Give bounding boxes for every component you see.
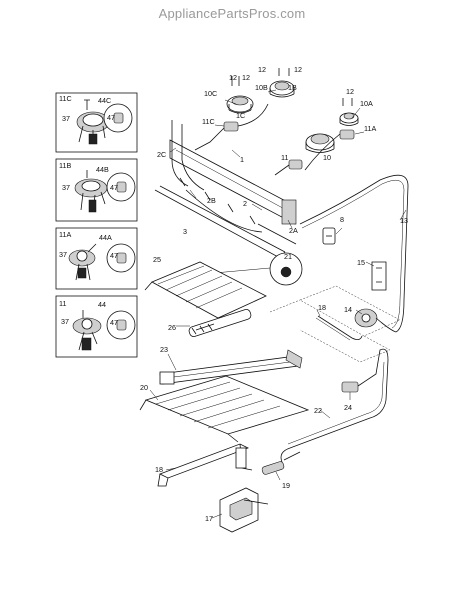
part-24-valve — [341, 348, 389, 393]
callout-10a: 10A — [360, 99, 373, 108]
part-14-regulator — [354, 308, 397, 333]
part-26-burner — [188, 308, 252, 338]
spark-wires — [171, 120, 297, 245]
callout-18: 18 — [318, 303, 326, 312]
callout-25: 25 — [153, 255, 161, 264]
inset-11c-part-37: 37 — [62, 114, 70, 123]
part-18-bracket — [157, 443, 253, 487]
callout-2b: 2B — [207, 196, 216, 205]
watermark: AppliancePartsPros.com — [158, 6, 306, 21]
callout-21: 21 — [284, 252, 292, 261]
callout-3: 3 — [183, 227, 187, 236]
valve-11 — [274, 159, 303, 176]
inset-11a-part-47: 47 — [110, 251, 118, 260]
callout-15: 15 — [357, 258, 365, 267]
burner-1b — [269, 80, 295, 98]
manifold-tube-13 — [299, 174, 409, 333]
callout-19: 19 — [282, 481, 290, 490]
callout-11: 11 — [281, 153, 288, 162]
callout-26: 26 — [168, 323, 176, 332]
callout-18: 18 — [155, 465, 163, 474]
part-22-tube — [280, 359, 389, 463]
valve-11c — [194, 103, 269, 151]
callout-2: 2 — [243, 199, 247, 208]
inset-11a-part-37: 37 — [59, 250, 67, 259]
callout-10: 10 — [323, 153, 331, 162]
inset-11c-part-47: 47 — [107, 113, 115, 122]
inset-11-label: 11 — [59, 299, 66, 308]
callout-24: 24 — [344, 403, 352, 412]
inset-box-11: 11 44 37 47 — [55, 295, 138, 358]
inset-11b-part-44b: 44B — [96, 165, 109, 174]
screws-12 — [231, 68, 353, 106]
inset-11-part-44: 44 — [98, 300, 106, 309]
callout-12: 12 — [229, 73, 237, 82]
callout-22: 22 — [314, 406, 322, 415]
callout-12: 12 — [258, 65, 266, 74]
manifold-frame — [154, 139, 297, 259]
part-8 — [322, 227, 336, 245]
part-17-thermostat — [219, 487, 269, 533]
part-23-oven-burner — [159, 349, 303, 385]
valve-11a — [304, 129, 355, 171]
part-19-pilot — [261, 451, 301, 475]
leader-lines — [149, 89, 407, 519]
callout-12: 12 — [346, 87, 354, 96]
inset-11c-part-44c: 44C — [98, 96, 111, 105]
inset-11a-label: 11A — [59, 230, 71, 239]
callout-12: 12 — [294, 65, 302, 74]
callout-10c: 10C — [204, 89, 217, 98]
callout-14: 14 — [344, 305, 352, 314]
inset-box-11c: 11C 44C 37 47 — [55, 92, 138, 153]
callout-11c: 11C — [202, 117, 215, 126]
inset-11b-part-37: 37 — [62, 183, 70, 192]
callout-12: 12 — [242, 73, 250, 82]
burner-10c — [226, 95, 254, 114]
inset-11-part-37: 37 — [61, 317, 69, 326]
inset-box-11a: 11A 44A 37 47 — [55, 227, 138, 290]
inset-11b-part-47: 47 — [110, 183, 118, 192]
callout-2c: 2C — [157, 150, 166, 159]
callout-20: 20 — [140, 383, 148, 392]
burner-10 — [305, 133, 335, 153]
inset-box-11b: 11B 44B 37 47 — [55, 158, 138, 222]
callout-2a: 2A — [289, 226, 298, 235]
callout-1c: 1C — [236, 111, 245, 120]
burner-10a — [339, 112, 359, 126]
callout-10b: 10B — [255, 83, 268, 92]
inset-11-part-47: 47 — [110, 318, 118, 327]
part-15-bracket — [371, 261, 387, 291]
inset-11b-label: 11B — [59, 161, 71, 170]
part-18-tube — [315, 315, 363, 341]
callout-11a: 11A — [364, 124, 376, 133]
part-20-oven-baffle — [139, 375, 310, 443]
dashed-outline — [269, 285, 401, 363]
inset-11a-part-44a: 44A — [99, 233, 112, 242]
inset-11c-label: 11C — [59, 94, 72, 103]
callout-1: 1 — [240, 155, 244, 164]
callout-23: 23 — [160, 345, 168, 354]
callout-13: 13 — [400, 216, 408, 225]
callout-1b: 1B — [288, 83, 297, 92]
callout-17: 17 — [205, 514, 213, 523]
callout-8: 8 — [340, 215, 344, 224]
